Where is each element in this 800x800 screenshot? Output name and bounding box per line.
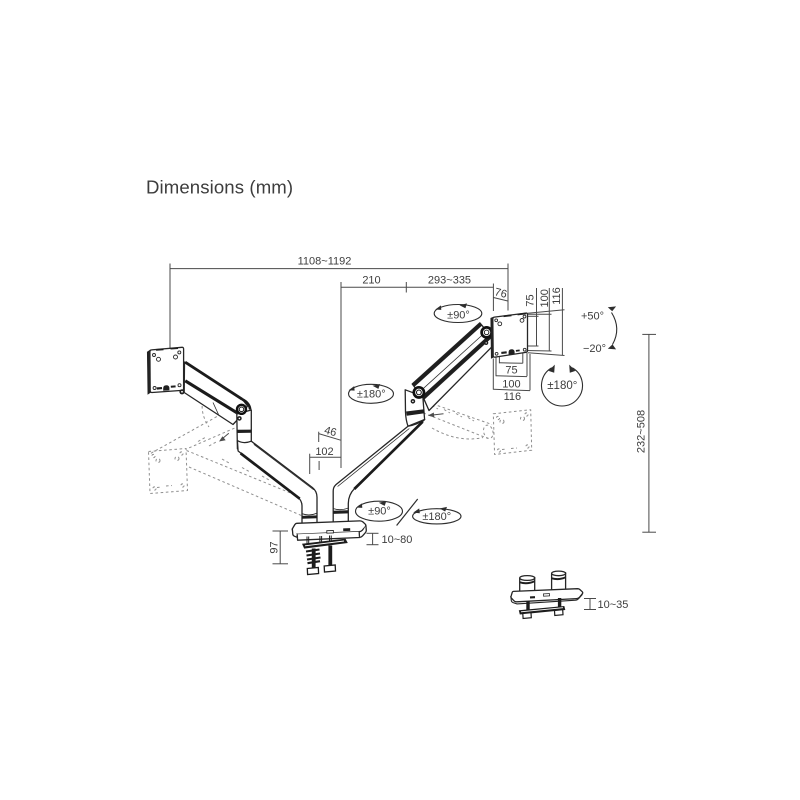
svg-text:116: 116 [504, 391, 522, 403]
svg-text:210: 210 [362, 275, 380, 287]
svg-text:46: 46 [323, 425, 338, 440]
svg-text:100: 100 [502, 378, 520, 390]
svg-text:10~80: 10~80 [382, 534, 413, 546]
svg-text:76: 76 [493, 286, 508, 301]
svg-text:75: 75 [505, 365, 517, 377]
svg-text:10~35: 10~35 [598, 599, 629, 611]
svg-text:±180°: ±180° [357, 389, 386, 401]
svg-text:±90°: ±90° [447, 310, 470, 322]
svg-text:75: 75 [525, 294, 537, 306]
svg-text:232~508: 232~508 [636, 410, 648, 453]
svg-text:±180°: ±180° [547, 380, 577, 392]
svg-text:293~335: 293~335 [428, 275, 471, 287]
svg-text:116: 116 [551, 287, 563, 305]
svg-text:+50°: +50° [581, 310, 604, 322]
svg-text:±90°: ±90° [368, 506, 391, 518]
svg-text:1108~1192: 1108~1192 [298, 256, 352, 268]
svg-text:Dimensions (mm): Dimensions (mm) [146, 177, 293, 198]
svg-text:97: 97 [269, 541, 281, 553]
svg-text:−20°: −20° [583, 343, 606, 355]
svg-text:±180°: ±180° [422, 511, 451, 523]
svg-text:100: 100 [539, 289, 551, 307]
svg-text:102: 102 [315, 446, 333, 458]
